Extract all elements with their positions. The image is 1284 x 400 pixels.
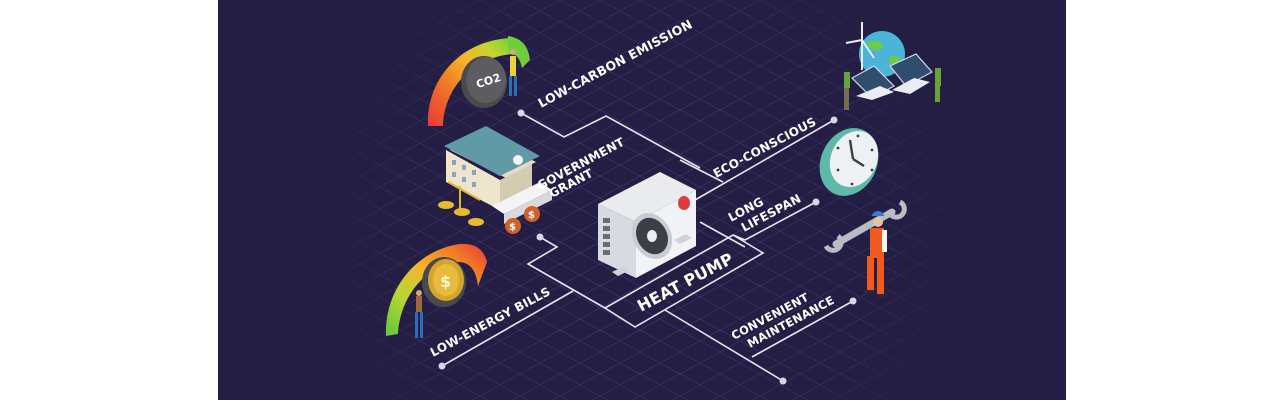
bank-building-icon: $ $ (438, 126, 552, 234)
clock-icon (819, 128, 879, 196)
earth-solar-wind-icon (844, 22, 941, 110)
worker-wrench-icon (823, 199, 907, 297)
dollar-gauge-icon: $ (385, 243, 487, 338)
dollar-coin-text: $ (440, 272, 451, 291)
heat-pump-unit-icon (598, 172, 696, 278)
co2-gauge-icon: CO2 (427, 36, 530, 126)
connector-lines (438, 109, 857, 385)
dollar-bag-text: $ (509, 222, 516, 233)
dollar-bag-text: $ (528, 210, 535, 221)
